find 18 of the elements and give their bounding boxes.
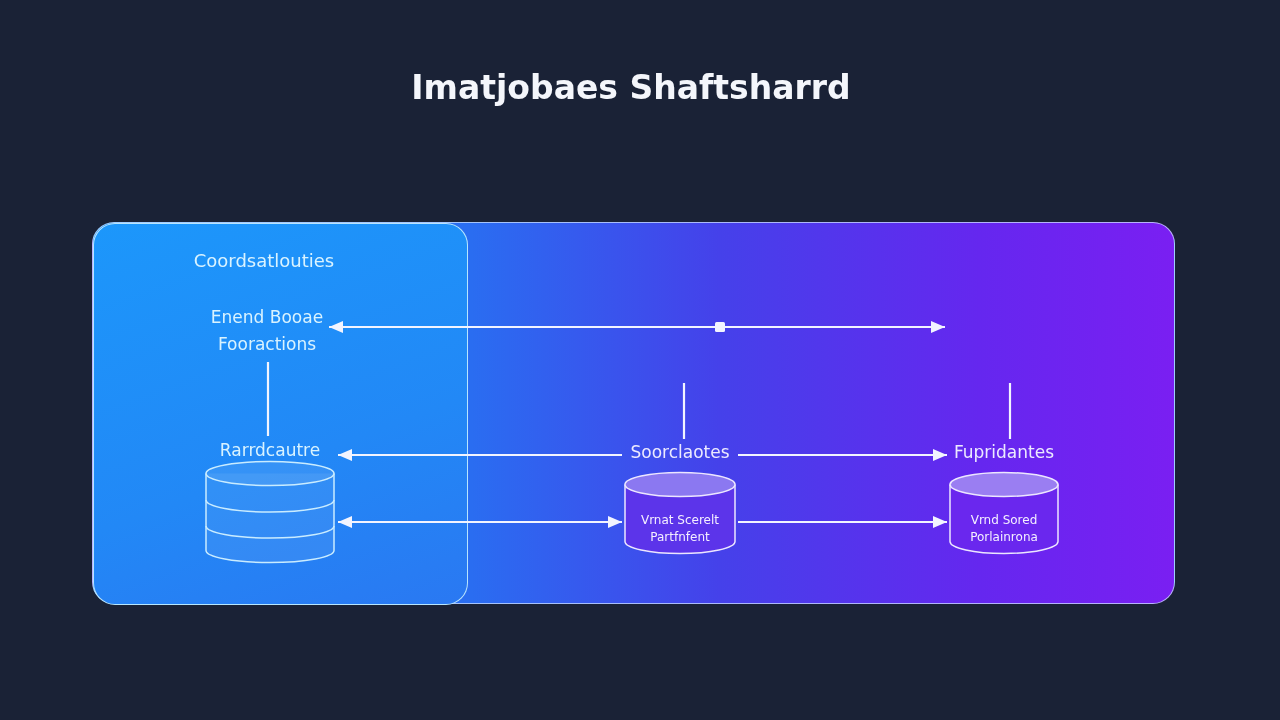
- database-label: Soorclaotes: [630, 442, 730, 462]
- container-panel: [92, 222, 1175, 604]
- diagram-title: Imatjobaes Shaftsharrd: [411, 67, 851, 109]
- panel-heading: Coordsatlouties: [193, 250, 335, 272]
- cylinder-text: Vrnat Scerelt Partfnfent: [639, 512, 721, 546]
- text-label: Enend Booae Fooractions: [205, 304, 329, 358]
- arrow: [738, 516, 947, 528]
- cylinder-text: Vrnd Sored Porlainrona: [969, 512, 1039, 546]
- connector-line: [266, 362, 270, 436]
- connector-line: [682, 383, 686, 439]
- arrow: [338, 449, 622, 461]
- arrow: [738, 449, 947, 461]
- connector-line: [1008, 383, 1012, 439]
- database-label: Rarrdcautre: [219, 440, 321, 460]
- database-label: Fupridantes: [953, 442, 1055, 462]
- panel: [93, 223, 468, 605]
- double-headed-arrow: [329, 321, 945, 333]
- double-headed-arrow: [338, 516, 622, 528]
